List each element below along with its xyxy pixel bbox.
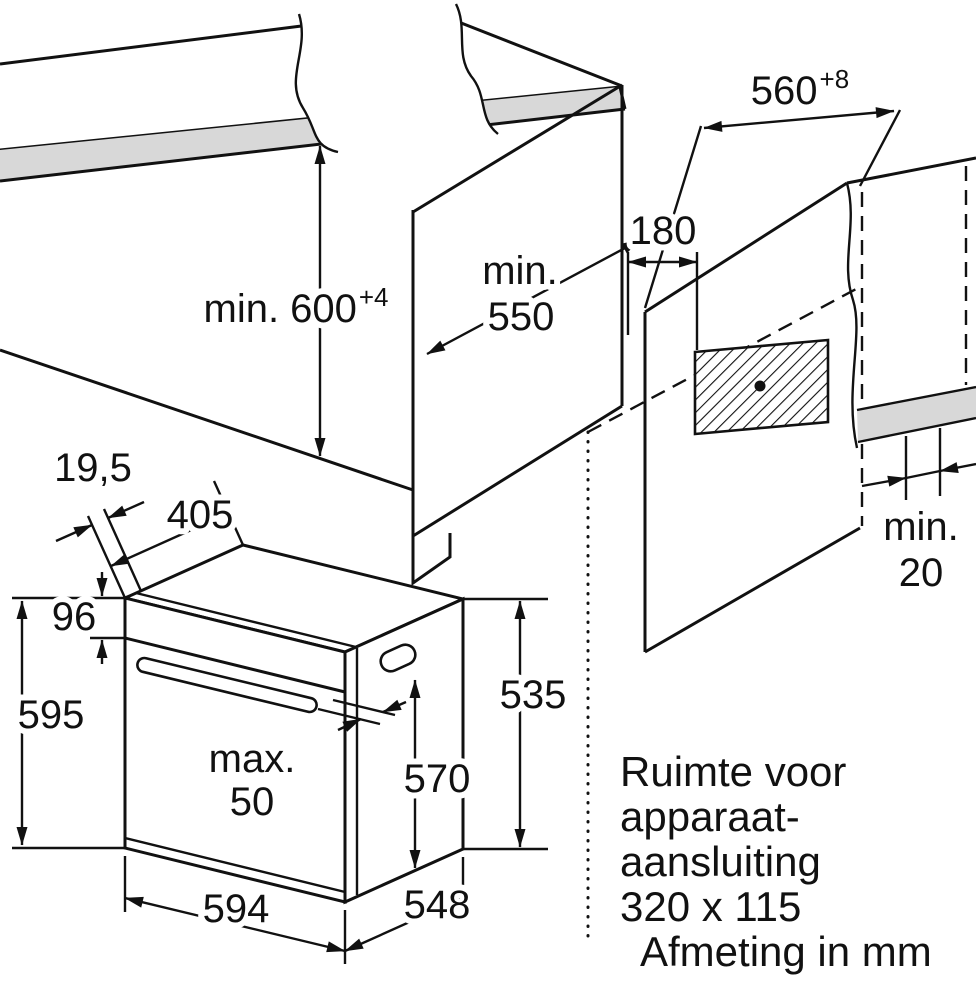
dim-ext-lines bbox=[12, 596, 125, 640]
wall-counter-band bbox=[857, 387, 976, 442]
dim-arrow-left bbox=[55, 523, 93, 543]
dim-ext-lines bbox=[463, 597, 548, 851]
label-handle-value: 50 bbox=[230, 780, 275, 824]
label-oven-width: 594 bbox=[203, 887, 270, 931]
dim-arrow bbox=[110, 511, 230, 568]
label-oven-height: 595 bbox=[18, 693, 85, 737]
dim-connection-offset bbox=[626, 252, 699, 350]
dim-handle-protrusion bbox=[317, 698, 407, 732]
door-handle bbox=[136, 656, 318, 714]
note-line-1: Ruimte voor bbox=[620, 748, 846, 795]
countertop bbox=[0, 3, 627, 183]
label-wall-gap-value: 20 bbox=[899, 551, 944, 595]
rear-wall bbox=[586, 156, 976, 940]
label-door-height: 570 bbox=[404, 757, 471, 801]
note-connection-space: Ruimte voor apparaat- aansluiting 320 x … bbox=[620, 748, 846, 930]
dim-arrow-right bbox=[107, 500, 145, 520]
connection-area bbox=[693, 338, 830, 436]
dim-ext-lines bbox=[904, 428, 942, 500]
dim-ext-lines bbox=[86, 508, 143, 599]
dim-arrow bbox=[703, 107, 895, 132]
label-niche-depth-value: 550 bbox=[488, 295, 555, 339]
side-panel-bottom-edge bbox=[644, 526, 861, 654]
note-line-2: apparaat- bbox=[620, 793, 800, 840]
label-niche-width: 560+8 bbox=[751, 64, 849, 113]
dim-arrow-lower bbox=[337, 717, 362, 732]
label-panel-height: 96 bbox=[52, 595, 97, 639]
dim-top-depth bbox=[110, 480, 245, 568]
label-handle-prefix: max. bbox=[209, 737, 296, 781]
base-cabinet-front-edge bbox=[0, 348, 414, 492]
dim-arrow-left bbox=[861, 475, 907, 488]
label-rear-height: 535 bbox=[500, 673, 567, 717]
niche-top-edge bbox=[412, 83, 623, 214]
door-bottom-line bbox=[124, 836, 346, 894]
dim-niche-width bbox=[643, 107, 902, 309]
dim-arrow bbox=[426, 238, 641, 356]
connection-point-dot bbox=[754, 380, 766, 392]
wall-break-wave bbox=[845, 182, 859, 449]
dim-connector bbox=[905, 469, 941, 480]
label-oven-depth: 548 bbox=[404, 883, 471, 927]
break-wave-left bbox=[294, 13, 339, 154]
dim-oven-height bbox=[12, 600, 125, 850]
label-niche-height-tol: +4 bbox=[359, 282, 389, 312]
label-niche-width-value: 560 bbox=[751, 69, 818, 113]
note-line-4: 320 x 115 bbox=[620, 883, 801, 930]
dim-arrow-upper bbox=[382, 699, 407, 714]
oven bbox=[120, 543, 468, 905]
note-line-3: aansluiting bbox=[620, 838, 821, 885]
label-connection-offset: 180 bbox=[630, 209, 697, 253]
label-niche-height-prefix: min. bbox=[204, 287, 280, 331]
label-front-overhang: 19,5 bbox=[54, 446, 132, 490]
wall-top-edge bbox=[846, 156, 976, 185]
dim-front-overhang bbox=[55, 500, 145, 599]
niche-base-step bbox=[411, 533, 452, 586]
label-niche-width-tol: +8 bbox=[820, 64, 850, 94]
wall-band-top-edge bbox=[856, 385, 976, 412]
label-niche-height-value: 600 bbox=[290, 287, 357, 331]
oven-frame-line bbox=[135, 591, 357, 649]
units-note: Afmeting in mm bbox=[640, 928, 932, 975]
wall-band-bottom-edge bbox=[857, 416, 976, 444]
dim-panel-height bbox=[12, 572, 125, 664]
label-niche-height: min.600+4 bbox=[204, 282, 389, 331]
countertop-band-bottom-edge bbox=[0, 107, 626, 183]
dim-arrow bbox=[344, 896, 464, 953]
countertop-break-gap bbox=[295, 4, 498, 152]
label-wall-gap-prefix: min. bbox=[883, 505, 959, 549]
dim-wall-gap bbox=[861, 428, 976, 500]
control-panel-line bbox=[124, 636, 346, 694]
dim-niche-depth bbox=[426, 238, 641, 356]
break-wave-right bbox=[454, 3, 499, 135]
side-vent-slot bbox=[379, 643, 417, 673]
label-top-depth: 405 bbox=[167, 493, 234, 537]
label-niche-depth-prefix: min. bbox=[482, 249, 558, 293]
dim-arrow-right bbox=[939, 462, 976, 473]
dim-arrow bbox=[124, 896, 346, 953]
dim-rear-height bbox=[463, 597, 548, 851]
niche-bottom-edge bbox=[412, 404, 623, 538]
dim-oven-depth bbox=[344, 857, 465, 953]
side-panel-top-edge bbox=[644, 181, 848, 314]
